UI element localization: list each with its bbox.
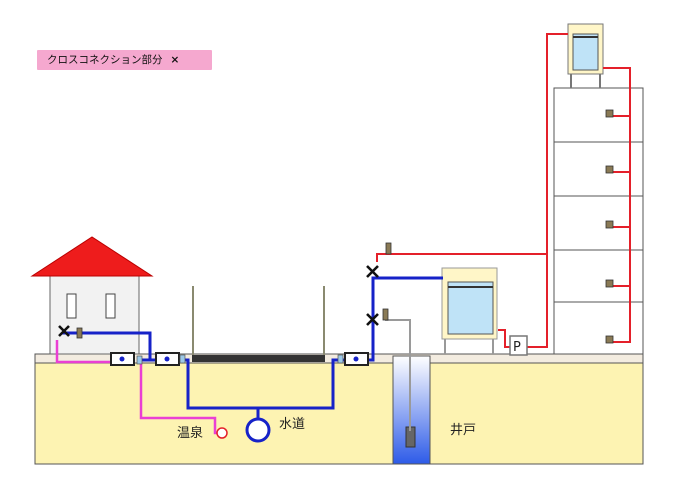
waterworks-main <box>245 417 271 443</box>
valve-icon <box>136 354 344 365</box>
cross-connection-legend: クロスコネクション部分 × <box>37 50 212 70</box>
pump-icon: P <box>509 335 528 356</box>
cross-connection-mark <box>58 265 379 337</box>
water-meter-icon <box>110 352 369 366</box>
ground-tank-icon <box>441 267 498 354</box>
roof-tank-icon <box>567 23 604 88</box>
house-window-left <box>66 293 77 319</box>
well-label: 井戸 <box>450 423 476 438</box>
hot-spring-label: 温泉 <box>177 425 203 441</box>
faucet-icon <box>76 109 614 344</box>
well-shaft-icon <box>392 355 431 465</box>
well-suction-pipe <box>385 319 411 431</box>
ground <box>34 353 644 465</box>
house-icon <box>30 236 154 355</box>
legend-x-mark: × <box>170 54 180 66</box>
house-window-right <box>105 293 116 319</box>
legend-label: クロスコネクション部分 <box>47 54 163 66</box>
pump-label: P <box>513 340 521 355</box>
waterworks-label: 水道 <box>279 417 305 432</box>
road-slab <box>192 355 325 362</box>
hot-spring-source <box>216 427 228 439</box>
apartment-building <box>553 87 644 355</box>
